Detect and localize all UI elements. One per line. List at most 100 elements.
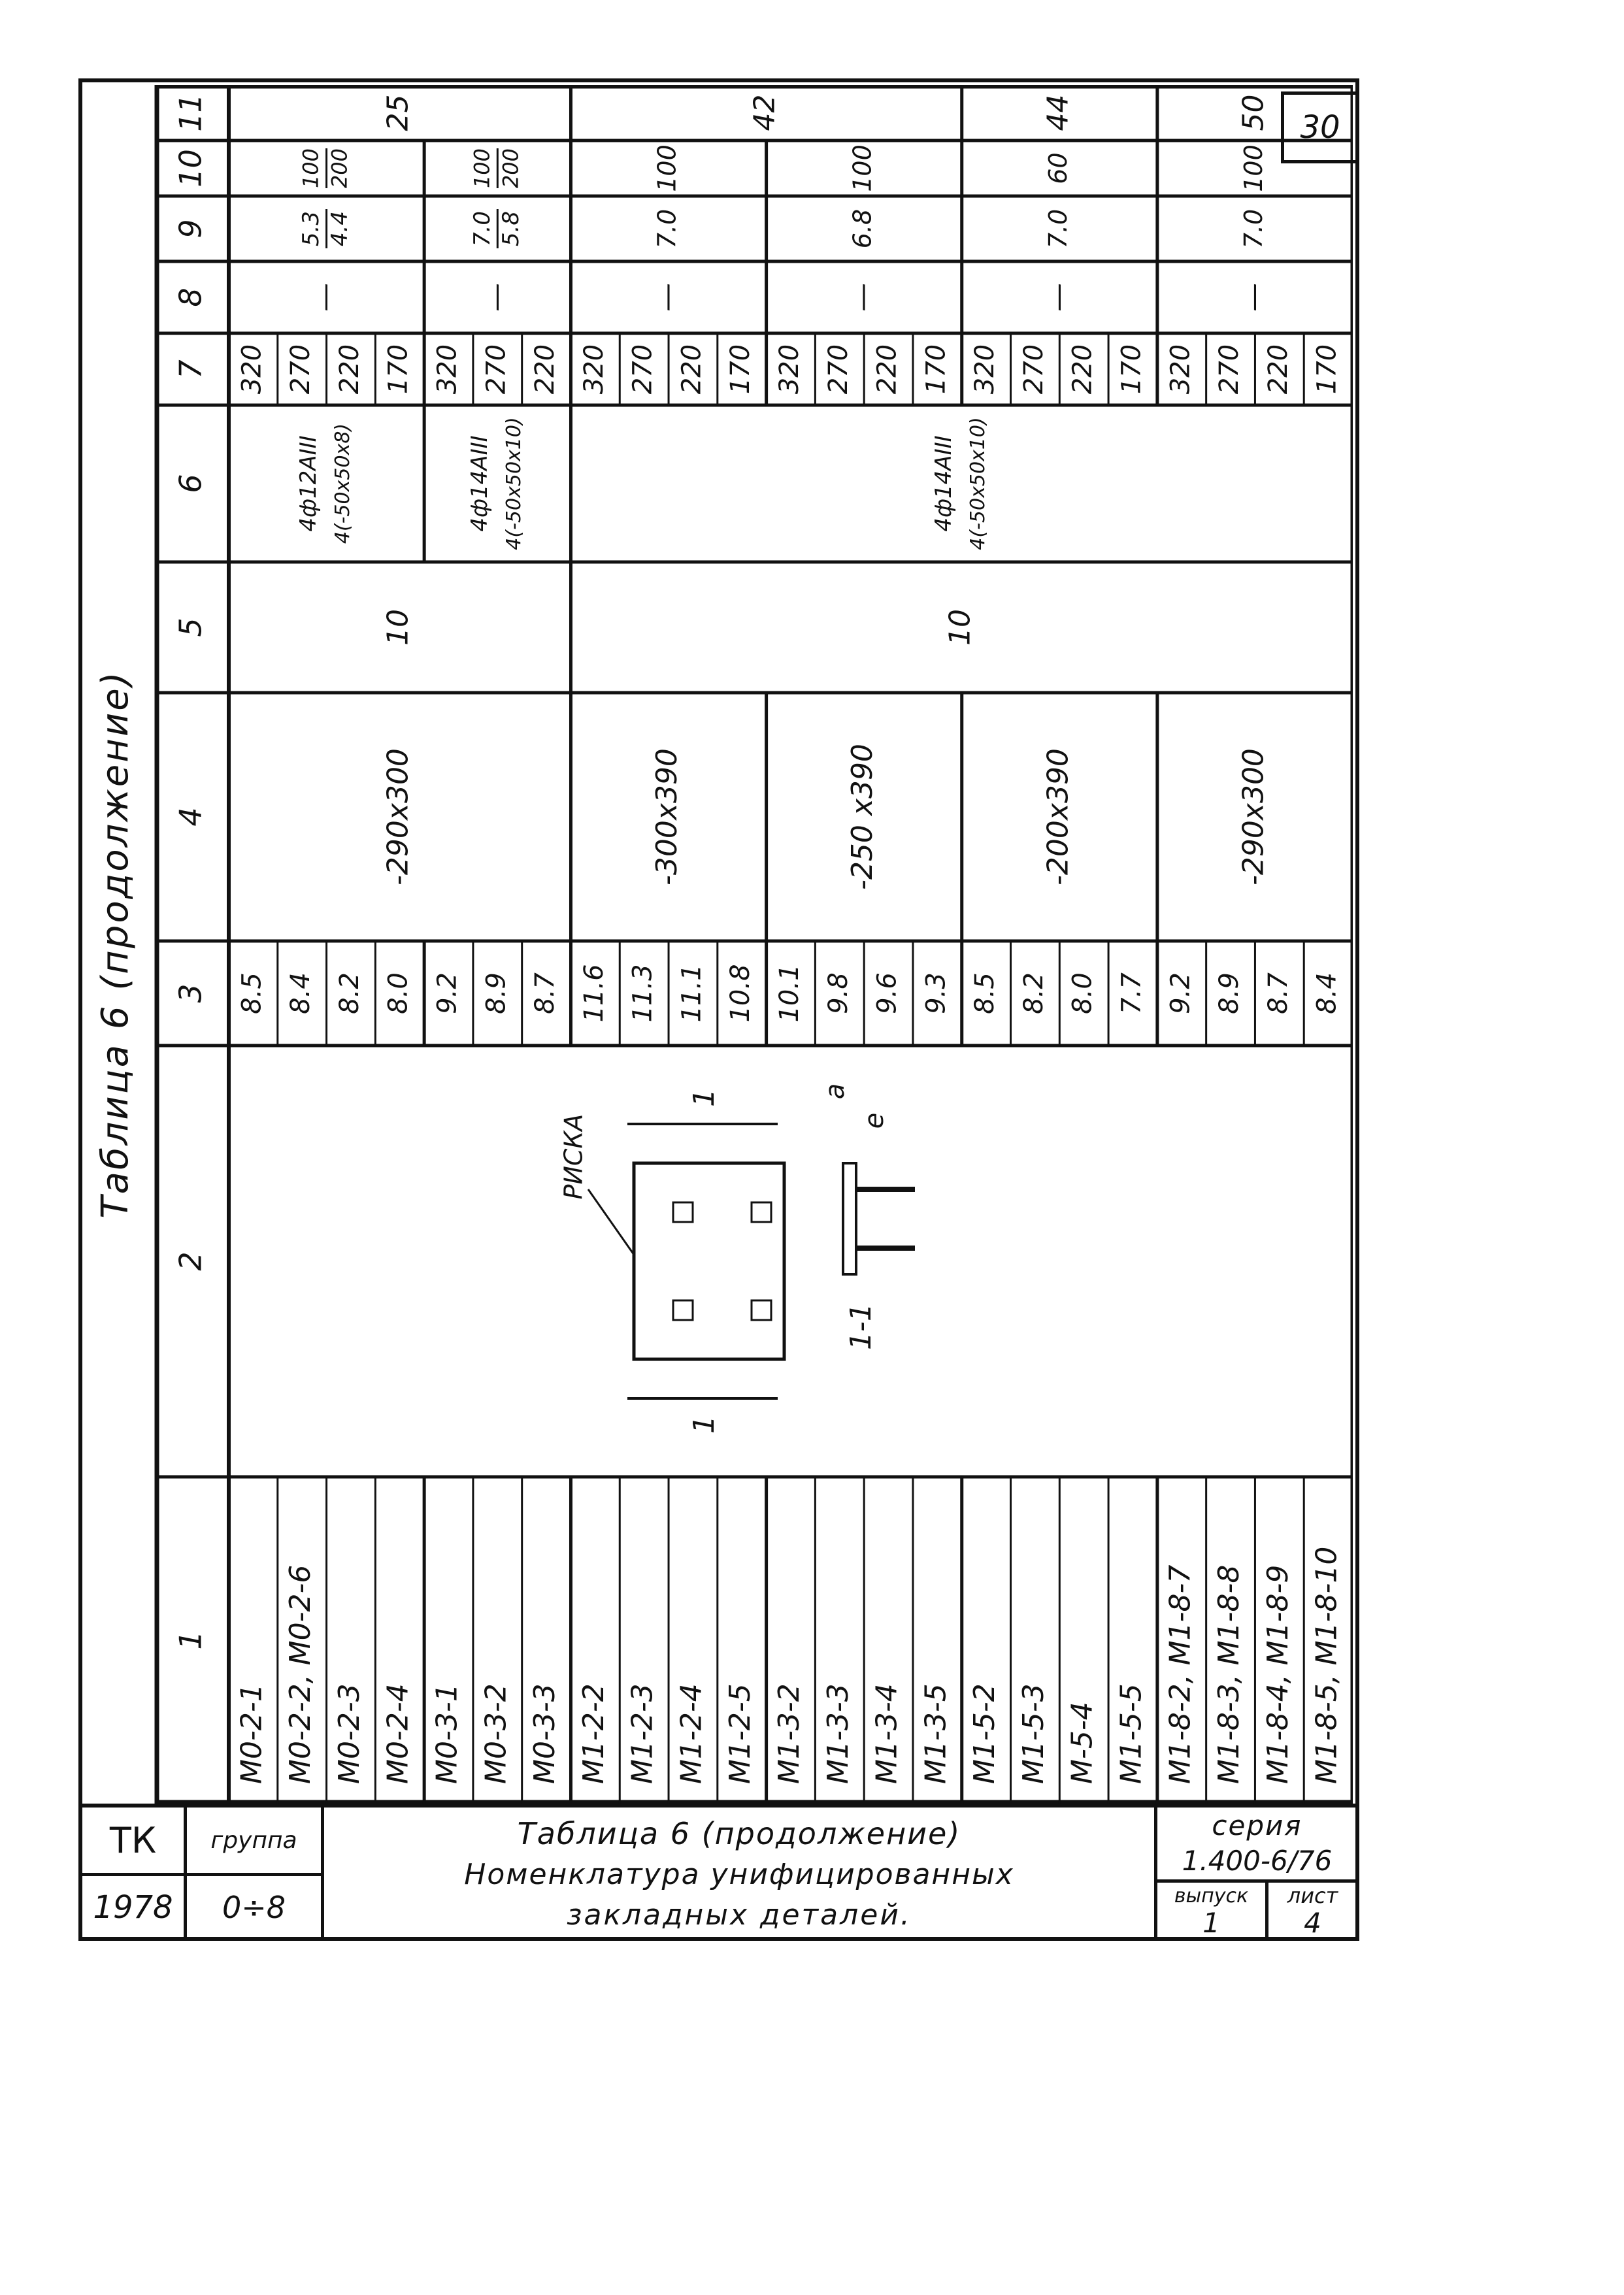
mark-cell: М1-8-3, М1-8-8: [1212, 1565, 1246, 1784]
plate-size-cell: -300x390: [650, 748, 684, 885]
series-value: 1.400-6/76: [1182, 1844, 1333, 1877]
column-number-7: 7: [173, 359, 208, 378]
plate-size-cell: -200x390: [1041, 748, 1074, 885]
weight-cell: 8.7: [530, 972, 560, 1014]
weight-cell: 10.1: [774, 964, 804, 1022]
nomenclature-table: Таблица 6 (продолжение)1234567891011М0-2…: [94, 85, 1353, 1804]
col10-cell: 60: [1044, 152, 1072, 184]
mark-cell: М0-3-1: [431, 1683, 464, 1784]
weight-cell: 8.7: [1263, 972, 1293, 1014]
col9-cell: 5.8: [498, 211, 524, 246]
col8-cell: —: [1236, 283, 1270, 312]
thickness-cell: 10: [382, 609, 415, 646]
length-cell: 320: [237, 344, 267, 394]
dimension-e: е: [859, 1113, 889, 1129]
mark-cell: М1-3-5: [919, 1683, 952, 1784]
col10-cell: 200: [498, 148, 523, 188]
weight-cell: 9.3: [921, 972, 951, 1014]
mark-cell: М1-3-3: [821, 1683, 855, 1784]
col9-cell: 4.4: [327, 211, 353, 246]
length-cell: 320: [433, 344, 463, 394]
dimension-a: а: [820, 1083, 850, 1100]
anchor-spec-cell: 4(-50x50x8): [331, 423, 354, 544]
sheet-label: лист: [1287, 1883, 1338, 1908]
mark-cell: М1-8-4, М1-8-9: [1261, 1565, 1295, 1784]
column-number-4: 4: [173, 807, 208, 826]
section-label: 1-1: [844, 1303, 878, 1350]
length-cell: 270: [286, 344, 316, 394]
anchor-symbol: [672, 1299, 694, 1321]
column-number-2: 2: [173, 1251, 208, 1270]
weight-cell: 8.9: [1214, 972, 1244, 1014]
mark-cell: М1-2-4: [674, 1683, 708, 1784]
length-cell: 170: [1312, 344, 1342, 394]
length-cell: 270: [1019, 344, 1049, 394]
weight-cell: 9.6: [872, 972, 903, 1014]
col10-cell: 200: [327, 148, 352, 188]
mark-cell: М0-2-1: [235, 1683, 268, 1784]
mark-cell: М1-2-3: [626, 1683, 659, 1784]
col11-cell: 42: [748, 95, 782, 131]
weight-cell: 11.1: [676, 964, 706, 1022]
col11-cell: 25: [382, 95, 415, 131]
org-code: ТК: [109, 1819, 157, 1861]
weight-cell: 11.6: [579, 964, 609, 1022]
col10-cell: 100: [1239, 144, 1268, 192]
col9-cell: 7.0: [469, 211, 495, 246]
riska-leader: [587, 1189, 635, 1255]
column-number-3: 3: [173, 983, 208, 1002]
plate-size-cell: -290x300: [382, 748, 415, 885]
weight-cell: 8.4: [1312, 972, 1342, 1014]
anchor-spec-cell: 4ф14АIII: [467, 435, 493, 531]
mark-cell: М1-2-5: [723, 1683, 757, 1784]
length-cell: 320: [774, 344, 804, 394]
series-label: серия: [1212, 1809, 1302, 1841]
anchor-spec-cell: 4ф12АIII: [295, 435, 322, 531]
title-line-3: закладных деталей.: [567, 1898, 912, 1932]
length-cell: 220: [335, 344, 365, 394]
col10-cell: 100: [848, 144, 877, 192]
col8-cell: —: [308, 283, 342, 312]
col10-cell: 100: [299, 148, 323, 188]
weight-cell: 11.3: [628, 964, 658, 1022]
length-cell: 270: [823, 344, 853, 394]
col8-cell: —: [1041, 283, 1074, 312]
col10-cell: 100: [653, 144, 682, 192]
length-cell: 270: [628, 344, 658, 394]
length-cell: 270: [1214, 344, 1244, 394]
col10-cell: 100: [469, 148, 494, 188]
col11-cell: 50: [1236, 95, 1270, 131]
column-number-5: 5: [173, 618, 208, 636]
anchor-symbol: [750, 1299, 772, 1321]
weight-cell: 10.8: [725, 964, 755, 1022]
mark-cell: М1-5-3: [1017, 1683, 1050, 1784]
section-mark: 1: [688, 1415, 721, 1434]
length-cell: 170: [384, 344, 414, 394]
length-cell: 320: [970, 344, 1000, 394]
title-block: ТК 1978 группа 0÷8 Таблица 6 (продолжени…: [78, 1804, 1359, 1941]
title-line-2: Номенклатура унифицированных: [464, 1857, 1014, 1891]
col9-cell: 7.0: [653, 209, 682, 248]
mark-cell: М1-5-2: [968, 1683, 1001, 1784]
mark-cell: М0-3-2: [479, 1683, 512, 1784]
col8-cell: —: [846, 283, 879, 312]
col9-cell: 6.8: [848, 209, 877, 248]
weight-cell: 9.2: [433, 972, 463, 1014]
length-cell: 220: [872, 344, 903, 394]
weight-cell: 8.9: [481, 972, 511, 1014]
mark-cell: М1-2-2: [577, 1683, 610, 1784]
length-cell: 320: [579, 344, 609, 394]
section-mark: 1: [688, 1089, 721, 1107]
col9-cell: 5.3: [298, 211, 324, 246]
section-plate: [842, 1162, 857, 1276]
col8-cell: —: [479, 283, 512, 312]
weight-cell: 9.8: [823, 972, 853, 1014]
length-cell: 320: [1165, 344, 1195, 394]
length-cell: 220: [1068, 344, 1098, 394]
issue-value: 1: [1202, 1906, 1220, 1939]
issue-label: выпуск: [1174, 1884, 1249, 1907]
sheet-value: 4: [1304, 1906, 1321, 1939]
mark-cell: М1-8-5, М1-8-10: [1310, 1547, 1344, 1784]
length-cell: 220: [1263, 344, 1293, 394]
length-cell: 170: [725, 344, 755, 394]
